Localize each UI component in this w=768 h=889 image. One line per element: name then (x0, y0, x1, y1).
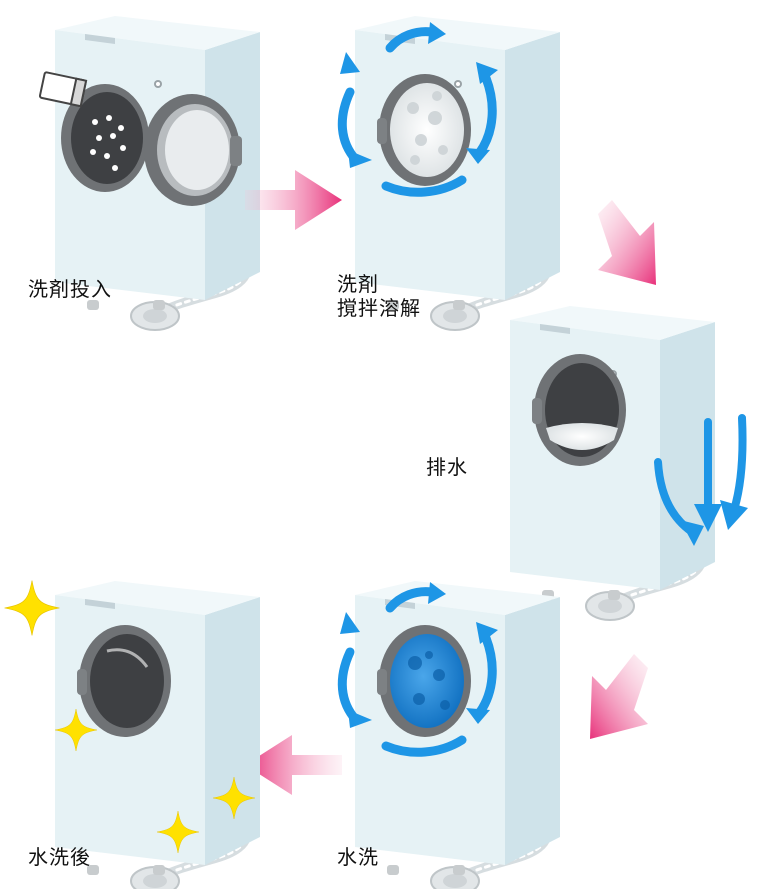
step-label-detergent-input: 洗剤投入 (28, 277, 112, 301)
machine-detergent-input (38, 16, 260, 330)
drain-arrows-icon (654, 414, 748, 546)
machine-water-wash (355, 581, 560, 889)
step-label-water-wash: 水洗 (337, 845, 379, 869)
detergent-box-icon (38, 71, 88, 108)
flow-arrow-icon (598, 200, 656, 285)
machine-drain (510, 306, 715, 620)
machine-detergent-dissolve (355, 16, 560, 330)
flow-arrow-icon (245, 170, 342, 230)
flow-arrow-icon (590, 654, 648, 739)
step-label-drain: 排水 (426, 455, 468, 479)
step-label-after-wash: 水洗後 (28, 845, 91, 869)
open-drum (61, 84, 149, 192)
flow-arrow-icon (245, 735, 342, 795)
step-label-detergent-dissolve: 洗剤 撹拌溶解 (337, 272, 421, 320)
open-door (144, 94, 242, 206)
machine-after-wash (55, 581, 260, 889)
